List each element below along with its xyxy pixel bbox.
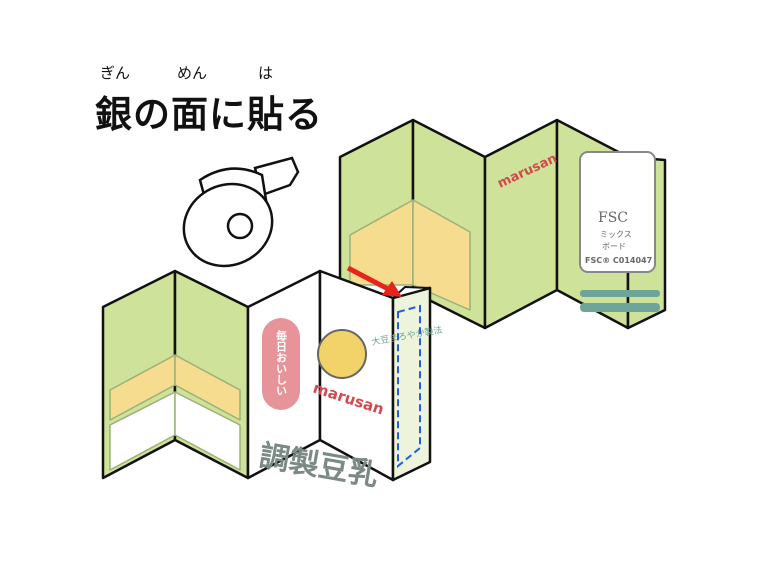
package-back-strip [338,118,667,330]
tape-roll-icon [182,156,300,268]
arrow-icon [346,265,402,297]
fsc-label: FSC ミックス ボード FSC® C014047 [585,210,652,265]
page-title: 銀の面に貼る [95,93,323,136]
ruby-men: めん [177,64,208,82]
svg-text:ボード: ボード [602,242,626,251]
svg-text:FSC: FSC [598,210,628,226]
speech-bubble-text: 毎日おいしい [275,329,288,396]
ruby-gin: ぎん [100,64,131,82]
svg-text:ミックス: ミックス [600,230,632,239]
ruby-ha: は [258,64,274,82]
svg-text:FSC® C014047: FSC® C014047 [585,256,652,265]
tape-placement-outline [397,304,421,469]
